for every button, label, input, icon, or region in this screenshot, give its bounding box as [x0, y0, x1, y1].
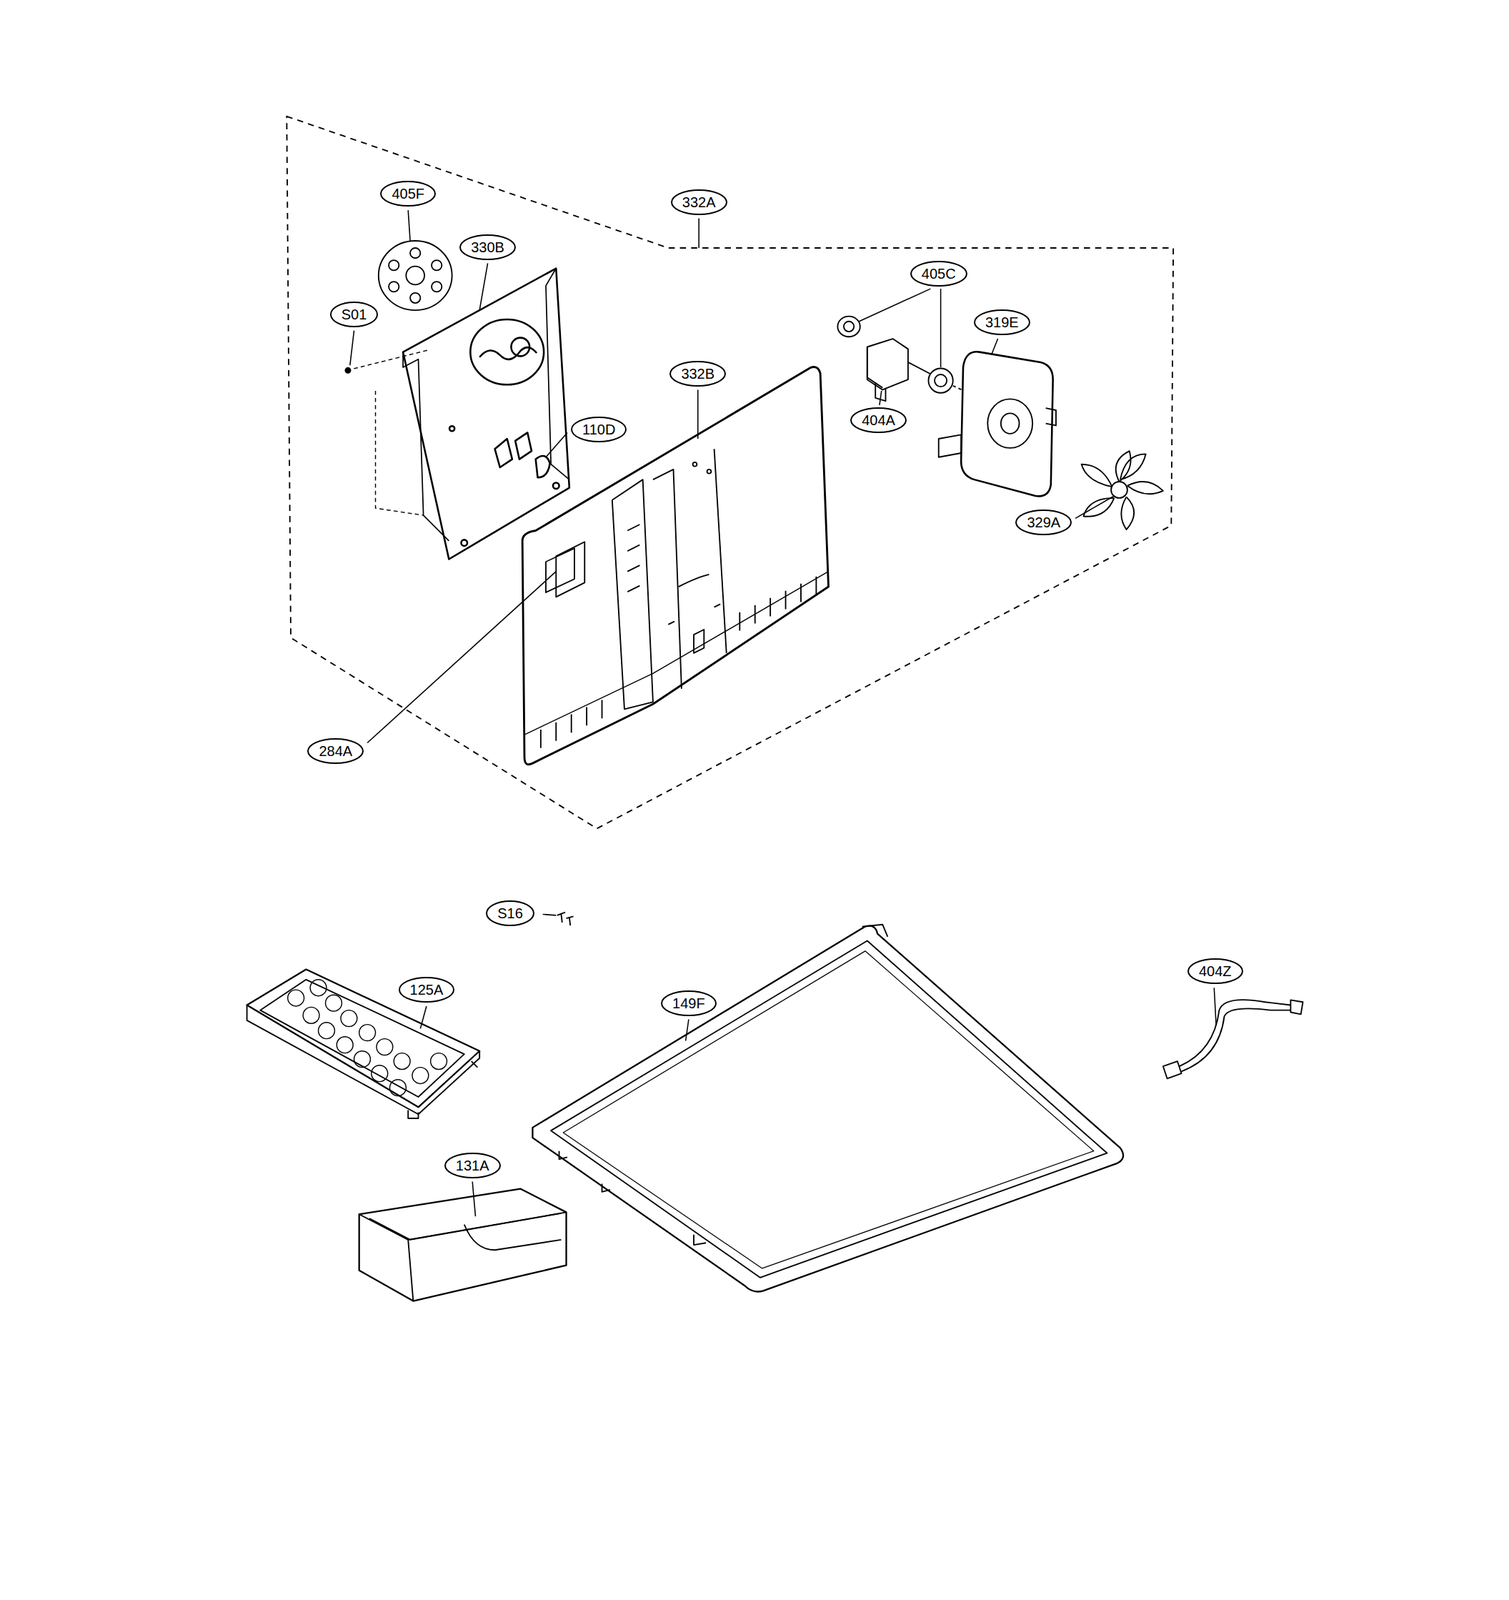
callout-number: 284A	[307, 738, 364, 764]
callout-number: 404Z	[1187, 958, 1244, 984]
callout-number: 405C	[910, 260, 968, 287]
callout-number: 332B	[669, 360, 726, 387]
callout-number: 330B	[459, 234, 516, 261]
cover	[522, 366, 829, 764]
shelf	[532, 924, 1124, 1292]
fan-shroud	[938, 351, 1057, 496]
motor	[837, 316, 964, 402]
assembly-outline	[286, 116, 1174, 829]
bin	[359, 1188, 567, 1302]
wire-harness	[1163, 999, 1304, 1079]
callout-number: 110D	[570, 416, 627, 443]
leader-lines	[350, 210, 1217, 1217]
callout-number: 405F	[380, 180, 436, 207]
screw	[557, 912, 574, 926]
callout-number: 404A	[850, 407, 907, 433]
callout-number: 332A	[670, 189, 728, 216]
callout-number: 149F	[660, 990, 717, 1017]
callout-number: 329A	[1015, 509, 1072, 536]
disk	[378, 240, 453, 311]
callout-number: S01	[330, 301, 379, 328]
bracket	[347, 268, 570, 560]
callout-number: 125A	[398, 976, 456, 1003]
ice-tray	[247, 969, 481, 1119]
callout-number: 319E	[973, 309, 1031, 336]
fan	[1081, 450, 1164, 530]
callout-number: 131A	[444, 1152, 501, 1179]
callout-number: S16	[485, 900, 535, 926]
screw	[345, 367, 351, 373]
